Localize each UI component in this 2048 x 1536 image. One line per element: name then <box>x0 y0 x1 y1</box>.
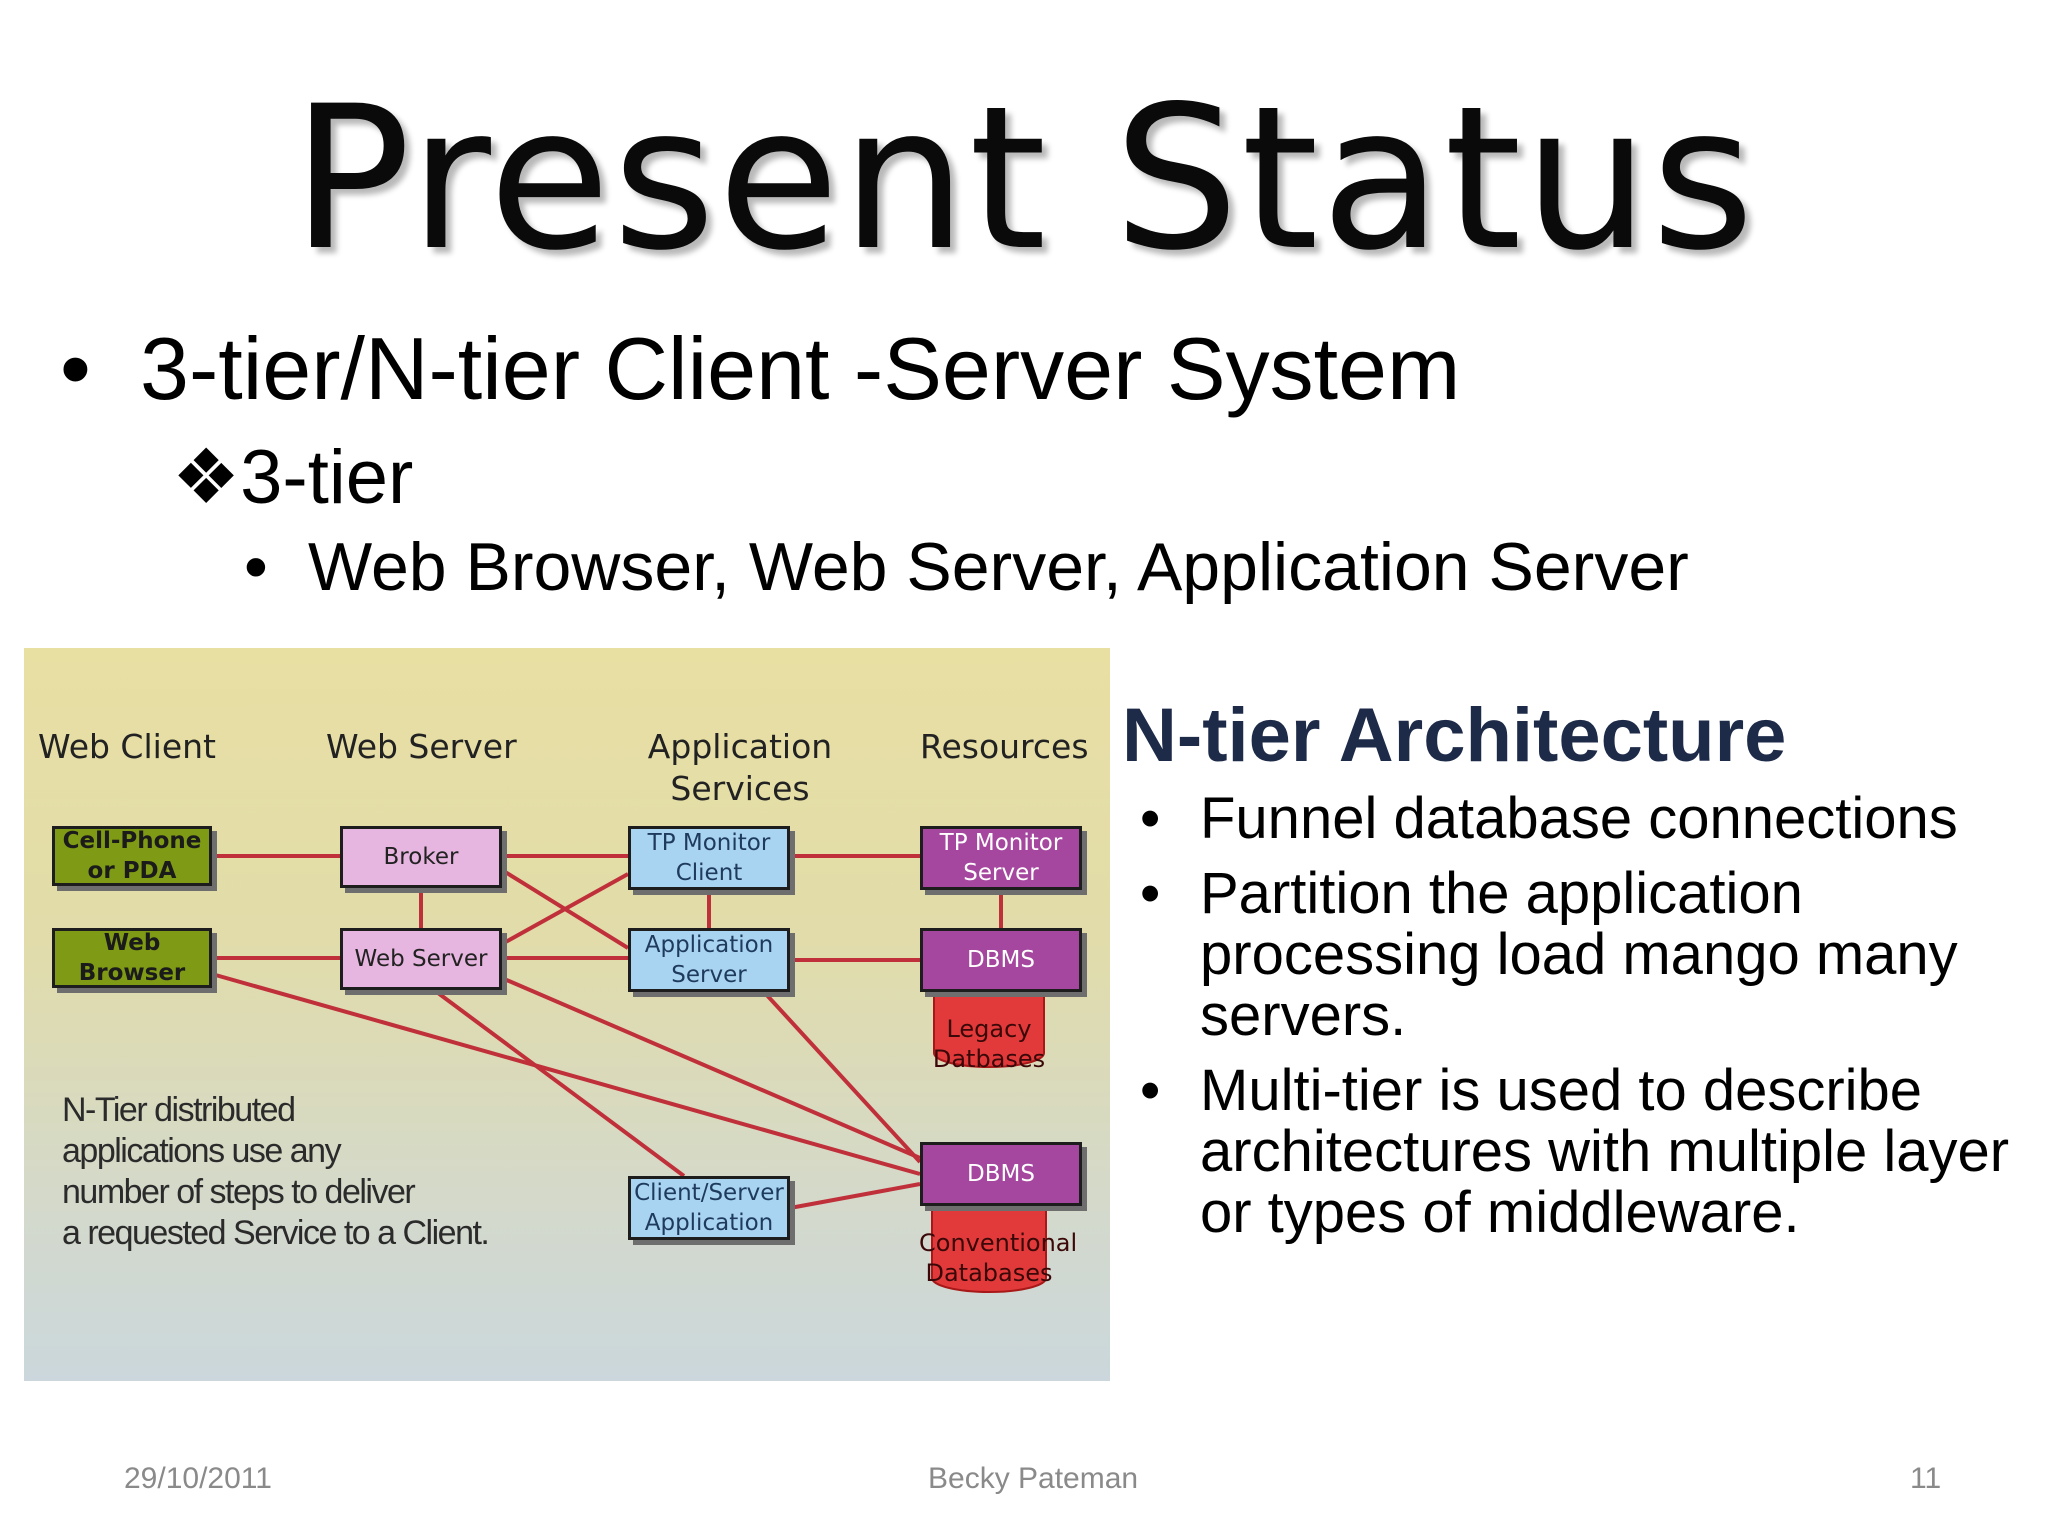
dbms-conventional-box: DBMS <box>920 1142 1082 1206</box>
ntier-diagram: Web Client Web Server Application Servic… <box>24 648 1110 1381</box>
box-line-1: TP Monitor <box>939 830 1063 856</box>
box-line-1: Web <box>103 930 161 956</box>
box-line-2: Browser <box>78 960 186 986</box>
item-text: Multi-tier is used to describe architect… <box>1200 1058 2010 1245</box>
label-line-1: Conventional <box>919 1229 1078 1257</box>
legacy-databases-label: Legacy Datbases <box>929 1014 1049 1074</box>
slide-title: Present Status <box>291 63 1757 294</box>
appserver-to-conv-dbms-connector <box>762 990 922 1164</box>
sub-bullet-3-tier: ❖3-tier <box>172 432 413 521</box>
web-browser-box: Web Browser <box>52 928 212 988</box>
cellphone-pda-box: Cell-Phone or PDA <box>52 826 212 886</box>
tp-monitor-server-box: TP Monitor Server <box>920 826 1082 890</box>
box-line-2: Server <box>963 860 1039 886</box>
ntier-bullet-item: • Multi-tier is used to describe architec… <box>1140 1060 2040 1243</box>
box-line-2: Client <box>675 860 743 886</box>
header-line-1: Application <box>647 727 833 766</box>
label-line-2: Datbases <box>932 1045 1046 1073</box>
box-line-1: Client/Server <box>634 1180 784 1206</box>
db-cylinders <box>931 990 1047 1293</box>
legacy-database-cylinder <box>933 990 1045 1068</box>
ntier-bullet-item: • Partition the application processing lo… <box>1140 863 2040 1046</box>
header-line-2: Services <box>670 769 810 808</box>
footer-date: 29/10/2011 <box>124 1462 272 1495</box>
footer-author: Becky Pateman <box>928 1462 1139 1495</box>
application-server-box: Application Server <box>628 928 790 992</box>
label-line-2: Databases <box>925 1259 1053 1287</box>
bullet-text: 3-tier/N-tier Client -Server System <box>140 319 1461 418</box>
bullet-client-server: • 3-tier/N-tier Client -Server System <box>60 318 1460 420</box>
box-line-2: Server <box>671 962 747 988</box>
conventional-database-cylinder <box>931 1205 1047 1293</box>
bullet-dot: • <box>244 529 268 605</box>
label-line-1: Legacy <box>946 1015 1032 1043</box>
box-line-1: Application <box>644 932 774 958</box>
footer-page-number: 11 <box>1910 1462 1942 1495</box>
csapp-to-conv-dbms-connector <box>789 1182 921 1210</box>
box-line-2: or PDA <box>87 858 177 884</box>
client-server-application-box: Client/Server Application <box>628 1176 790 1240</box>
broker-box: Broker <box>340 826 502 888</box>
connector-lines <box>211 854 1003 1210</box>
diagram-note: N-Tier distributed applications use any … <box>62 1090 490 1254</box>
item-text: Partition the application processing loa… <box>1200 861 1958 1048</box>
sub-bullet-text: 3-tier <box>240 435 414 520</box>
ntier-bullet-list: • Funnel database connections • Partition … <box>1140 788 2040 1257</box>
diagram-connectors <box>211 854 1047 1293</box>
sub-sub-bullet-text: Web Browser, Web Server, Application Ser… <box>308 529 1689 605</box>
header-web-server: Web Server <box>326 727 517 766</box>
note-line-4: a requested Service to a Client. <box>62 1214 490 1252</box>
box-line-1: TP Monitor <box>647 830 771 856</box>
note-line-1: N-Tier distributed <box>62 1091 296 1129</box>
bullet-dot: • <box>1140 786 1161 851</box>
webserver-to-tpclient-connector <box>501 872 629 946</box>
header-web-client: Web Client <box>38 727 216 766</box>
ntier-bullet-item: • Funnel database connections <box>1140 788 2040 849</box>
header-resources: Resources <box>920 727 1089 766</box>
ntier-architecture-title: N-tier Architecture <box>1122 693 1787 778</box>
web-server-box: Web Server <box>340 928 502 990</box>
webserver-to-cs-app-connector <box>432 988 686 1178</box>
diamond-bullet-icon: ❖ <box>172 435 241 520</box>
bullet-dot: • <box>60 319 91 418</box>
dbms-legacy-box: DBMS <box>920 928 1082 992</box>
bullet-dot: • <box>1140 1058 1161 1123</box>
webserver-to-conv-dbms-connector <box>501 976 921 1160</box>
sub-sub-bullet: • Web Browser, Web Server, Application Se… <box>244 528 1689 606</box>
bullet-dot: • <box>1140 861 1161 926</box>
item-text: Funnel database connections <box>1200 786 1958 851</box>
browser-to-conv-dbms-connector <box>211 972 921 1176</box>
box-line-1: Cell-Phone <box>62 828 202 854</box>
tp-monitor-client-box: TP Monitor Client <box>628 826 790 890</box>
header-application-services: Application Services <box>620 726 860 810</box>
box-line-2: Application <box>644 1210 774 1236</box>
note-line-3: number of steps to deliver <box>62 1173 416 1211</box>
conventional-databases-label: Conventional Databases <box>919 1228 1078 1288</box>
note-line-2: applications use any <box>62 1132 342 1170</box>
